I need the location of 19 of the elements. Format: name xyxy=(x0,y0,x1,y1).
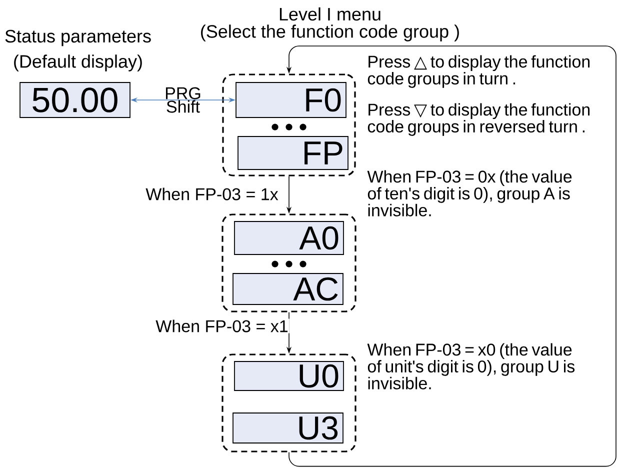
menu-heading: (Select the function code group ) xyxy=(201,24,459,42)
display-box: U0 xyxy=(234,361,344,391)
display-box: U3 xyxy=(232,412,344,444)
edge-label: When FP-03 = x1 xyxy=(156,320,288,332)
note: When FP-03 = 0x (the value of ten's digit is 0), group A is invisible. xyxy=(367,170,572,216)
note: Press △ to display the function code groups in turn . xyxy=(368,55,590,88)
menu-heading: Level I menu xyxy=(280,7,380,21)
display-box: F0 xyxy=(236,82,346,118)
display-box: A0 xyxy=(234,221,344,255)
display-box: 50.00 xyxy=(20,82,130,118)
edge-label: When FP-03 = 1x xyxy=(146,188,278,200)
note: Press ▽ to display the function code groups in reversed turn . xyxy=(368,103,590,136)
display-box: AC xyxy=(232,273,344,305)
note: When FP-03 = x0 (the value of unit's digit is 0), group U is invisible. xyxy=(367,343,575,390)
edge-label: PRG Shift xyxy=(166,87,200,113)
node-label: Status parameters xyxy=(5,30,151,46)
node-label: (Default display) xyxy=(14,54,142,72)
group-frame xyxy=(222,354,356,452)
display-box: FP xyxy=(238,136,348,170)
